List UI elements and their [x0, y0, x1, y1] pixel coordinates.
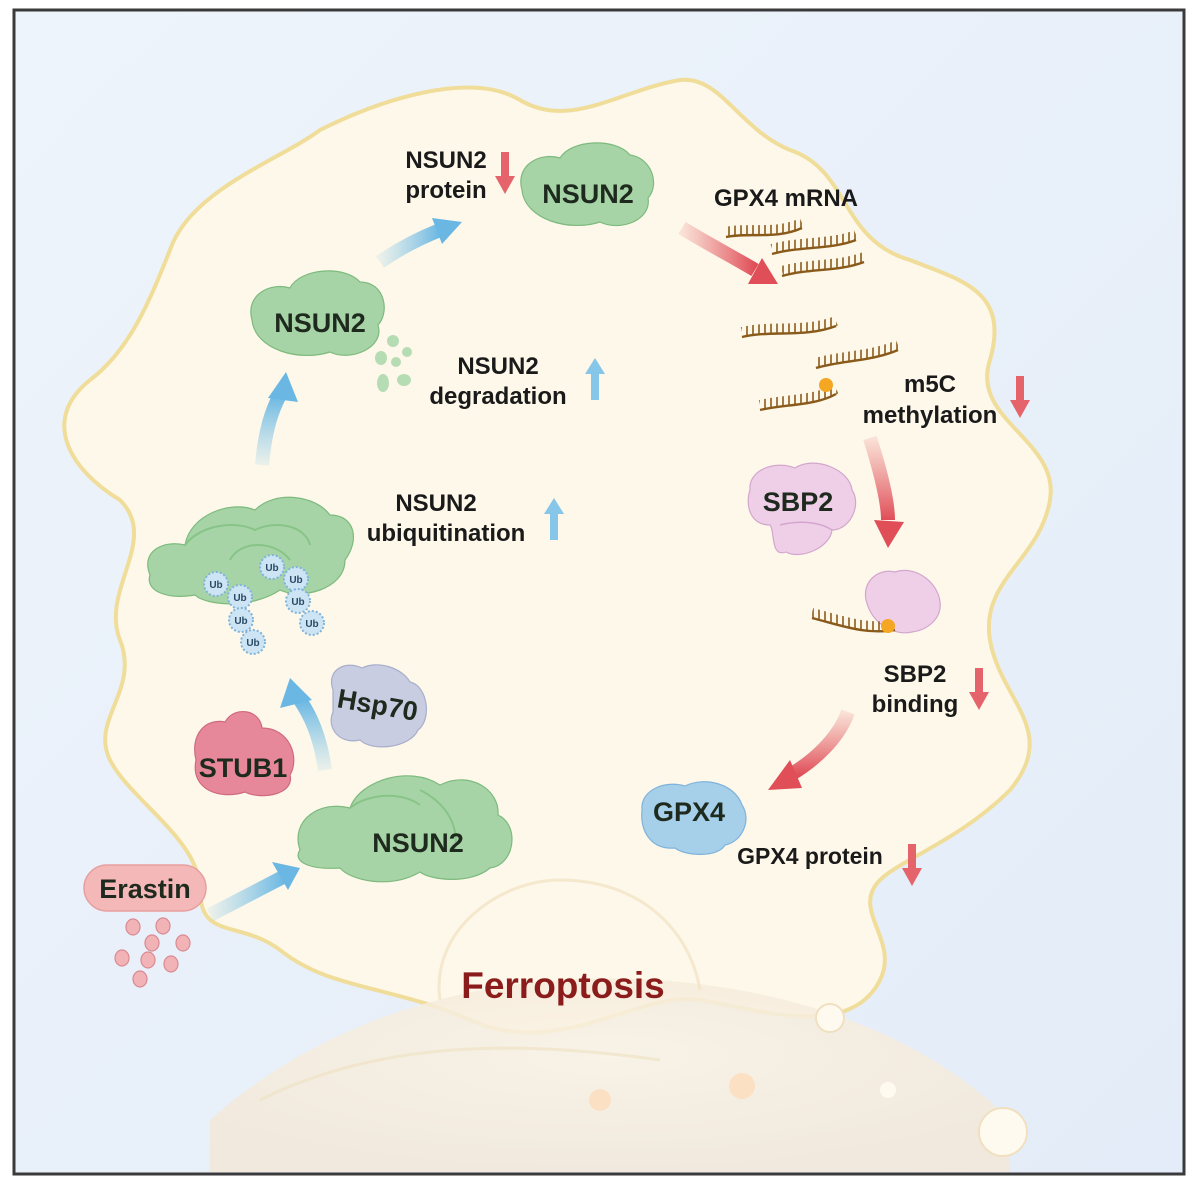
nsun2-protein-line1: NSUN2 — [405, 147, 486, 174]
vesicle — [729, 1073, 755, 1099]
ferroptosis-label: Ferroptosis — [461, 965, 665, 1006]
blue-arrow-to-ubiquitination — [280, 678, 332, 772]
vesicle — [589, 1089, 611, 1111]
sbp2-binding-line1: SBP2 — [884, 661, 947, 688]
blue-arrow-erastin-to-nsun2 — [206, 862, 300, 922]
nsun2-complex-bottom: NSUN2 — [297, 775, 513, 883]
up-arrow-icon — [585, 358, 605, 400]
red-arrow-to-sbp2 — [863, 435, 904, 548]
blue-arrow-to-degradation — [255, 372, 298, 466]
stub1-protein: STUB1 — [194, 711, 295, 797]
vesicle — [815, 1003, 845, 1033]
vesicle — [880, 1082, 896, 1098]
ubiquitin-icon: Ub — [285, 588, 311, 614]
degradation-fragments — [375, 335, 412, 392]
gpx4-protein: GPX4 — [641, 781, 747, 855]
svg-text:Ub: Ub — [305, 619, 318, 630]
ubiquitin-icon: Ub — [203, 571, 229, 597]
up-arrow-icon — [544, 498, 564, 540]
stub1-label: STUB1 — [199, 753, 288, 783]
nsun2-degradation-line1: NSUN2 — [457, 353, 538, 380]
nsun2-protein-left: NSUN2 — [250, 270, 385, 356]
down-arrow-icon — [495, 152, 515, 194]
gpx4-protein-label: GPX4 protein — [737, 843, 883, 869]
svg-text:Ub: Ub — [246, 638, 259, 649]
erastin-label: Erastin — [99, 874, 191, 904]
hsp70-protein: Hsp70 — [330, 664, 427, 748]
svg-text:Ub: Ub — [233, 593, 246, 604]
sbp2-label: SBP2 — [763, 487, 834, 517]
gpx4-mrna-label: GPX4 mRNA — [714, 185, 858, 212]
blue-arrow-to-top-nsun2 — [375, 218, 462, 268]
nsun2-bottom-label: NSUN2 — [372, 828, 464, 858]
svg-text:Ub: Ub — [289, 575, 302, 586]
svg-text:Ub: Ub — [234, 616, 247, 627]
svg-text:Ub: Ub — [265, 563, 278, 574]
sbp2-binding-line2: binding — [872, 691, 959, 718]
sbp2-protein: SBP2 — [747, 462, 857, 556]
svg-text:Ub: Ub — [209, 580, 222, 591]
nsun2-left-label: NSUN2 — [274, 308, 366, 338]
nsun2-top-label: NSUN2 — [542, 179, 634, 209]
mrna-strand-icon — [724, 218, 866, 278]
drug-particle-icon — [114, 917, 191, 988]
down-arrow-icon — [969, 668, 989, 710]
fog-contour-2 — [259, 1046, 661, 1102]
ubiquitin-icon: Ub — [228, 607, 254, 633]
m5c-line2: methylation — [863, 402, 998, 429]
sbp2-bound-mrna — [810, 569, 941, 634]
methyl-mark-icon — [881, 619, 895, 633]
ubiquitin-icon: Ub — [227, 584, 253, 610]
down-arrow-icon — [902, 844, 922, 886]
svg-text:Ub: Ub — [291, 597, 304, 608]
ubiquitin-icon: Ub — [259, 554, 285, 580]
down-arrow-icon — [1010, 376, 1030, 418]
nsun2-protein-line2: protein — [405, 177, 486, 204]
fog-contour — [437, 878, 702, 1001]
ubiquitin-icon: Ub — [299, 610, 325, 636]
m5c-line1: m5C — [904, 371, 956, 398]
red-arrow-to-mrna — [678, 222, 778, 284]
methyl-mark-icon — [819, 378, 833, 392]
vesicle — [978, 1107, 1028, 1157]
ubiquitin-chain: Ub Ub Ub Ub Ub Ub Ub Ub — [203, 554, 325, 655]
mrna-strand-icon — [740, 316, 900, 412]
nsun2-protein-top: NSUN2 — [520, 142, 655, 227]
nsun2-ubiquitination-line2: ubiquitination — [367, 520, 526, 547]
nsun2-degradation-line2: degradation — [429, 383, 566, 410]
ferroptotic-cell-fog — [210, 978, 1010, 1172]
red-arrow-to-gpx4 — [768, 709, 855, 790]
ubiquitin-icon: Ub — [240, 629, 266, 655]
nsun2-ubiquitination-line1: NSUN2 — [395, 490, 476, 517]
erastin-badge: Erastin — [83, 864, 207, 912]
ubiquitin-icon: Ub — [283, 566, 309, 592]
gpx4-label: GPX4 — [653, 797, 725, 827]
